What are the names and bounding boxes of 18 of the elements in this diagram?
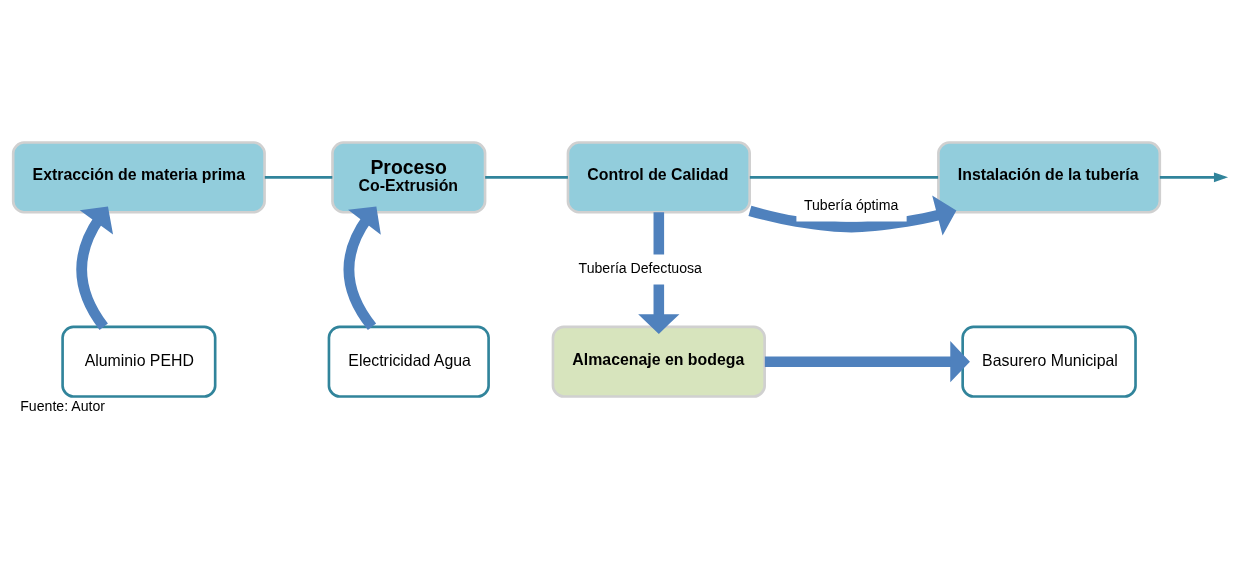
node-box: Instalación de la tubería: [937, 140, 1162, 214]
edge-label: Tubería óptima: [803, 196, 899, 213]
node-box: Electricidad Agua: [327, 325, 490, 398]
node-box: Basurero Municipal: [961, 325, 1137, 398]
connector: [749, 175, 939, 179]
arrow: [764, 340, 970, 382]
caption: Fuente: Autor: [20, 397, 105, 414]
node-box: Extracción de materia prima: [11, 140, 266, 214]
node-box: Almacenaje en bodega: [551, 325, 766, 398]
node-box: Aluminio PEHD: [61, 325, 217, 398]
arrow: [748, 194, 957, 235]
arrow: [76, 205, 114, 330]
arrow: [343, 206, 381, 330]
node-box: Control de Calidad: [566, 140, 751, 214]
node-box: Proceso Co-Extrusión: [331, 140, 487, 214]
connector: [485, 175, 568, 179]
connector: [264, 175, 333, 179]
edge-label: Tubería Defectuosa: [578, 259, 702, 276]
